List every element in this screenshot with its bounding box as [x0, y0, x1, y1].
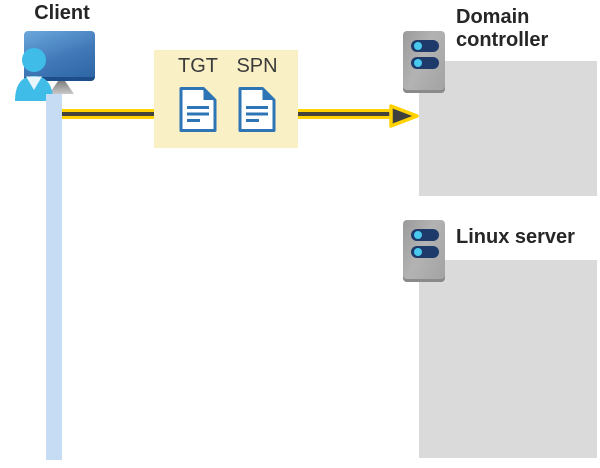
ticket-box: TGT SPN	[154, 50, 298, 148]
server-bar-icon	[411, 229, 439, 241]
request-arrowhead-icon	[389, 104, 419, 128]
client-connection-line	[46, 94, 62, 460]
person-icon	[15, 48, 53, 101]
domain-controller-box	[419, 61, 597, 196]
tgt-label: TGT	[178, 55, 218, 77]
server-bar-icon	[411, 246, 439, 258]
linux-server-label: Linux server	[456, 226, 575, 248]
server-led-icon	[414, 59, 422, 67]
server-led-icon	[414, 42, 422, 50]
linux-server-icon	[403, 220, 445, 282]
server-bar-icon	[411, 57, 439, 69]
server-led-icon	[414, 231, 422, 239]
server-led-icon	[414, 248, 422, 256]
domain-controller-server-icon	[403, 31, 445, 93]
spn-document-icon	[238, 87, 276, 132]
client-label: Client	[34, 2, 90, 24]
server-bar-icon	[411, 40, 439, 52]
tgt-document-icon	[179, 87, 217, 132]
spn-label: SPN	[236, 55, 278, 77]
domain-controller-label: Domain controller	[456, 6, 549, 51]
linux-server-box	[419, 260, 597, 458]
